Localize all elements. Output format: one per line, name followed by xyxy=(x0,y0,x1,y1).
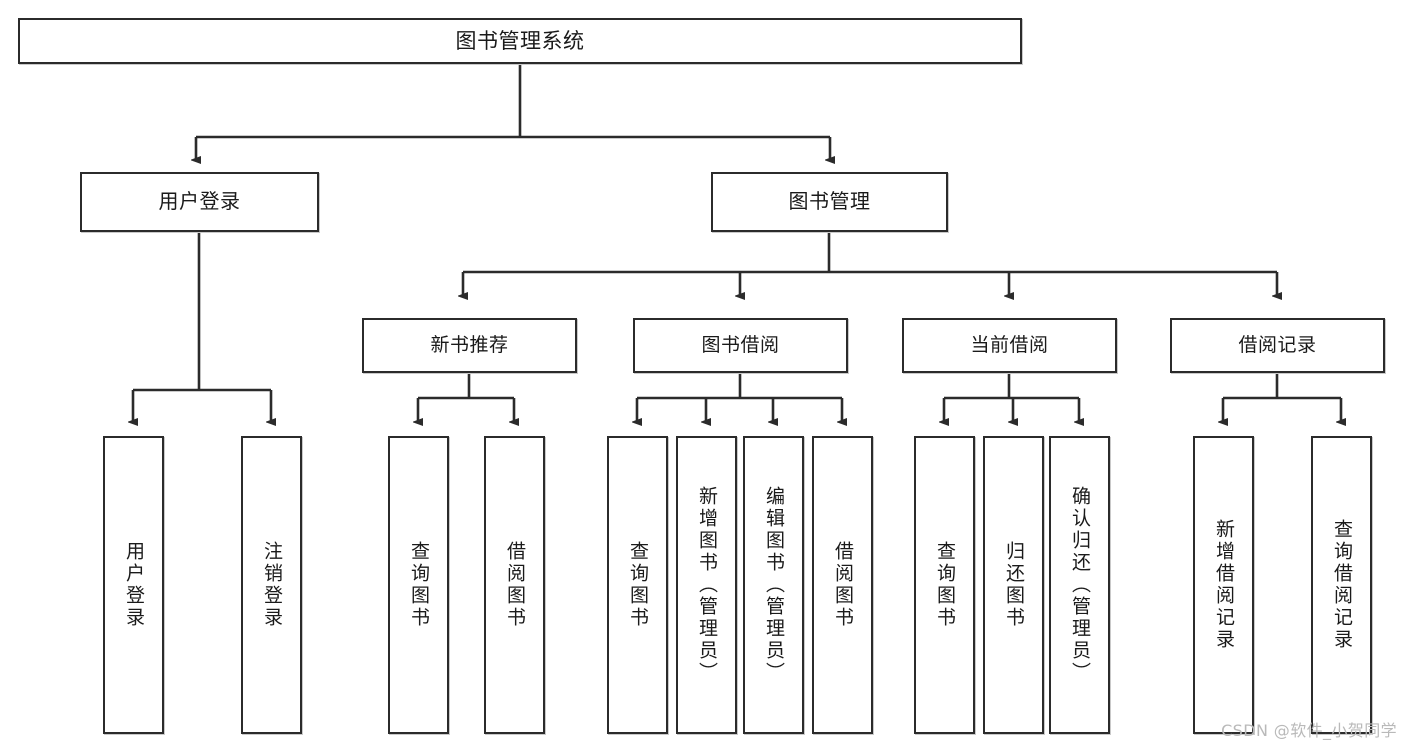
node-label: 新增图书（管理员） xyxy=(695,486,718,684)
node-label: 用户登录 xyxy=(122,541,145,629)
node-root-system[interactable]: 图书管理系统 xyxy=(18,18,1022,64)
node-new-book-recommend[interactable]: 新书推荐 xyxy=(362,318,577,373)
node-book-borrow[interactable]: 图书借阅 xyxy=(633,318,848,373)
node-label: 当前借阅 xyxy=(970,334,1049,357)
leaf-user-login[interactable]: 用户登录 xyxy=(103,436,164,734)
node-label: 新增借阅记录 xyxy=(1212,519,1235,651)
node-label: 查询借阅记录 xyxy=(1330,519,1353,651)
leaf-add-book-admin[interactable]: 新增图书（管理员） xyxy=(676,436,737,734)
node-label: 查询图书 xyxy=(407,541,430,629)
node-label: 图书管理系统 xyxy=(455,28,585,53)
leaf-query-books-recommend[interactable]: 查询图书 xyxy=(388,436,449,734)
leaf-confirm-return-admin[interactable]: 确认归还（管理员） xyxy=(1049,436,1110,734)
node-user-login[interactable]: 用户登录 xyxy=(80,172,319,232)
leaf-add-borrow-record[interactable]: 新增借阅记录 xyxy=(1193,436,1254,734)
node-label: 借阅记录 xyxy=(1238,334,1317,357)
node-current-borrow[interactable]: 当前借阅 xyxy=(902,318,1117,373)
node-label: 借阅图书 xyxy=(503,541,526,629)
node-label: 编辑图书（管理员） xyxy=(762,486,785,684)
leaf-query-borrow-record[interactable]: 查询借阅记录 xyxy=(1311,436,1372,734)
node-label: 注销登录 xyxy=(260,541,283,629)
leaf-borrow-books[interactable]: 借阅图书 xyxy=(812,436,873,734)
node-borrow-records[interactable]: 借阅记录 xyxy=(1170,318,1385,373)
node-label: 查询图书 xyxy=(933,541,956,629)
leaf-borrow-books-recommend[interactable]: 借阅图书 xyxy=(484,436,545,734)
leaf-query-books-borrow[interactable]: 查询图书 xyxy=(607,436,668,734)
node-label: 图书借阅 xyxy=(701,334,780,357)
leaf-query-books-current[interactable]: 查询图书 xyxy=(914,436,975,734)
leaf-logout[interactable]: 注销登录 xyxy=(241,436,302,734)
node-label: 查询图书 xyxy=(626,541,649,629)
leaf-edit-book-admin[interactable]: 编辑图书（管理员） xyxy=(743,436,804,734)
node-label: 借阅图书 xyxy=(831,541,854,629)
node-label: 确认归还（管理员） xyxy=(1068,486,1091,684)
node-label: 归还图书 xyxy=(1002,541,1025,629)
leaf-return-books[interactable]: 归还图书 xyxy=(983,436,1044,734)
node-book-management[interactable]: 图书管理 xyxy=(711,172,948,232)
watermark-text: CSDN @软件_小贺同学 xyxy=(1221,721,1397,740)
node-label: 图书管理 xyxy=(788,189,871,214)
node-label: 用户登录 xyxy=(158,189,241,214)
node-label: 新书推荐 xyxy=(430,334,509,357)
